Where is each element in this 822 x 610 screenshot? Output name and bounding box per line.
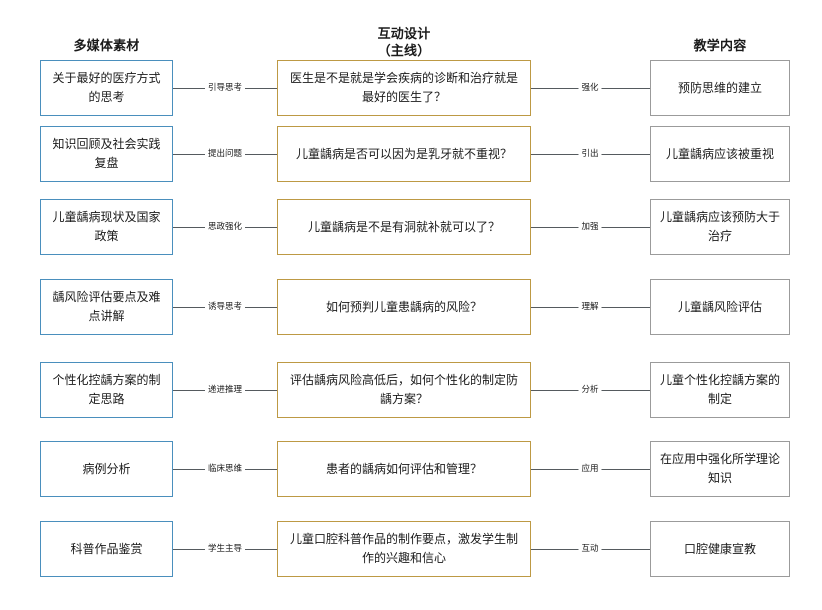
diagram-row: 知识回顾及社会实践复盘 提出问题 儿童龋病是否可以因为是乳牙就不重视？ 引出 儿… xyxy=(0,126,822,182)
connector-label-right: 强化 xyxy=(578,80,602,96)
node-teaching-content[interactable]: 儿童龋病应该预防大于治疗 xyxy=(650,199,790,255)
column-header-left-title: 多媒体素材 xyxy=(73,39,140,54)
node-teaching-content[interactable]: 儿童龋风险评估 xyxy=(650,279,790,335)
column-header-middle-title: 互动设计 xyxy=(377,27,431,42)
diagram-row: 科普作品鉴赏 学生主导 儿童口腔科普作品的制作要点，激发学生制作的兴趣和信心 互… xyxy=(0,521,822,577)
connector-label-left: 诱导思考 xyxy=(204,299,246,315)
connector-label-left: 学生主导 xyxy=(204,541,246,557)
connector-label-right: 理解 xyxy=(578,299,602,315)
column-header-left: 多媒体素材 xyxy=(40,38,173,55)
node-interaction-design[interactable]: 评估龋病风险高低后，如何个性化的制定防龋方案？ xyxy=(277,362,531,418)
node-teaching-content[interactable]: 儿童个性化控龋方案的制定 xyxy=(650,362,790,418)
node-interaction-design[interactable]: 儿童龋病是不是有洞就补就可以了？ xyxy=(277,199,531,255)
connector-label-left: 提出问题 xyxy=(204,146,246,162)
node-interaction-design[interactable]: 医生是不是就是学会疾病的诊断和治疗就是最好的医生了？ xyxy=(277,60,531,116)
node-interaction-design[interactable]: 患者的龋病如何评估和管理？ xyxy=(277,441,531,497)
connector-label-right: 应用 xyxy=(578,461,602,477)
node-interaction-design[interactable]: 如何预判儿童患龋病的风险？ xyxy=(277,279,531,335)
node-multimedia-material[interactable]: 儿童龋病现状及国家政策 xyxy=(40,199,173,255)
node-multimedia-material[interactable]: 知识回顾及社会实践复盘 xyxy=(40,126,173,182)
column-header-middle-subtitle: （主线） xyxy=(377,44,431,59)
node-interaction-design[interactable]: 儿童口腔科普作品的制作要点，激发学生制作的兴趣和信心 xyxy=(277,521,531,577)
node-multimedia-material[interactable]: 关于最好的医疗方式的思考 xyxy=(40,60,173,116)
diagram-row: 关于最好的医疗方式的思考 引导思考 医生是不是就是学会疾病的诊断和治疗就是最好的… xyxy=(0,60,822,116)
diagram-row: 龋风险评估要点及难点讲解 诱导思考 如何预判儿童患龋病的风险？ 理解 儿童龋风险… xyxy=(0,279,822,335)
node-teaching-content[interactable]: 预防思维的建立 xyxy=(650,60,790,116)
node-multimedia-material[interactable]: 科普作品鉴赏 xyxy=(40,521,173,577)
connector-label-right: 加强 xyxy=(578,219,602,235)
column-header-middle: 互动设计 （主线） xyxy=(277,26,531,60)
column-header-right: 教学内容 xyxy=(650,38,790,55)
connector-label-left: 引导思考 xyxy=(204,80,246,96)
connector-label-right: 互动 xyxy=(578,541,602,557)
connector-label-right: 引出 xyxy=(578,146,602,162)
node-teaching-content[interactable]: 儿童龋病应该被重视 xyxy=(650,126,790,182)
node-multimedia-material[interactable]: 个性化控龋方案的制定思路 xyxy=(40,362,173,418)
node-teaching-content[interactable]: 在应用中强化所学理论知识 xyxy=(650,441,790,497)
node-multimedia-material[interactable]: 病例分析 xyxy=(40,441,173,497)
diagram-row: 个性化控龋方案的制定思路 递进推理 评估龋病风险高低后，如何个性化的制定防龋方案… xyxy=(0,362,822,418)
connector-label-left: 临床思维 xyxy=(204,461,246,477)
diagram-row: 病例分析 临床思维 患者的龋病如何评估和管理？ 应用 在应用中强化所学理论知识 xyxy=(0,441,822,497)
diagram-row: 儿童龋病现状及国家政策 思政强化 儿童龋病是不是有洞就补就可以了？ 加强 儿童龋… xyxy=(0,199,822,255)
connector-label-right: 分析 xyxy=(578,382,602,398)
connector-label-left: 思政强化 xyxy=(204,219,246,235)
node-interaction-design[interactable]: 儿童龋病是否可以因为是乳牙就不重视？ xyxy=(277,126,531,182)
node-multimedia-material[interactable]: 龋风险评估要点及难点讲解 xyxy=(40,279,173,335)
connector-label-left: 递进推理 xyxy=(204,382,246,398)
node-teaching-content[interactable]: 口腔健康宣教 xyxy=(650,521,790,577)
column-header-right-title: 教学内容 xyxy=(693,39,747,54)
